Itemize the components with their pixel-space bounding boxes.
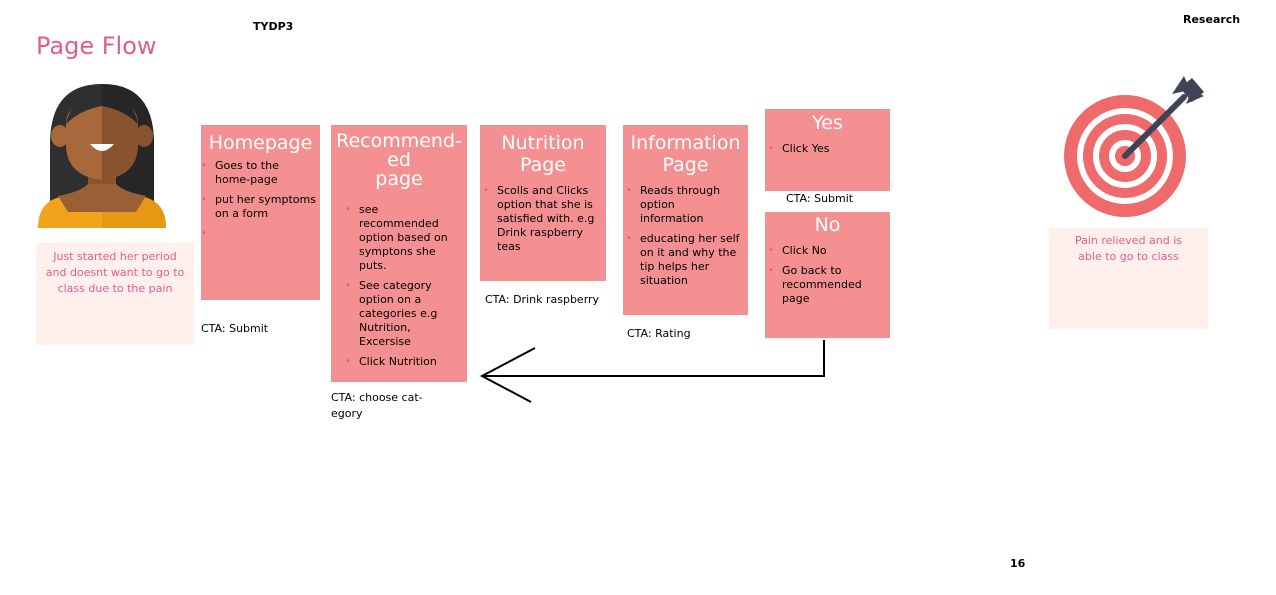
nutrition-cta: CTA: Drink raspberry [485,293,600,306]
list-item: educating her self on it and why the tip… [626,232,740,288]
recommended-cta-line: CTA: choose cat- [331,391,423,404]
flow-arrow [479,340,825,403]
list-item: Go back to recommended page [768,264,884,306]
nutrition-title-line: Page [520,154,566,176]
no-title: No [814,214,841,236]
recommended-cta: CTA: choose cat- egory [331,390,423,422]
page-title: Page Flow [36,32,157,60]
no-bullets: Click No Go back to recommended page [768,244,884,306]
recommended-bullets: see recommended option based on symptons… [345,203,461,369]
project-label: TYDP3 [253,20,294,33]
list-item: put her symptoms on a form [201,193,316,221]
list-item: See category option on a categories e.g … [345,279,461,349]
information-bullets: Reads through option information educati… [626,184,740,288]
list-item: Click No [768,244,884,258]
information-title-line: Page [662,154,709,176]
woman-avatar-icon [36,84,168,228]
list-item: see recommended option based on symptons… [345,203,461,273]
recommended-title-line: Recommend- [336,130,462,152]
homepage-title: Homepage [208,132,313,154]
information-title: Information Page [623,132,748,176]
persona-note: Just started her period and doesnt want … [36,243,194,345]
homepage-bullets: Goes to the home-page put her symptoms o… [201,159,320,241]
nutrition-card: Nutrition Page Scolls and Clicks option … [480,125,606,281]
list-item: Click Yes [768,142,884,156]
list-item: Scolls and Clicks option that she is sat… [483,184,598,254]
yes-title: Yes [812,112,843,134]
target-dart-icon [1058,74,1210,220]
list-item [201,227,316,241]
information-title-line: Information [630,132,741,154]
recommended-title-line: ed [387,149,411,171]
nutrition-title: Nutrition Page [480,132,606,176]
recommended-title-line: page [375,168,423,190]
information-card: Information Page Reads through option in… [623,125,748,315]
yes-cta: CTA: Submit [786,192,854,205]
nutrition-title-line: Nutrition [501,132,585,154]
list-item: Click Nutrition [345,355,461,369]
homepage-card: Homepage Goes to the home-page put her s… [201,125,320,300]
recommended-cta-line: egory [331,407,363,420]
no-card: No Click No Go back to recommended page [765,212,890,338]
yes-bullets: Click Yes [768,142,884,156]
goal-note: Pain relieved and is able to go to class [1049,228,1208,329]
goal-note-text: Pain relieved and is able to go to class [1074,234,1183,263]
persona-note-text: Just started her period and doesnt want … [45,250,185,295]
list-item: Goes to the home-page [201,159,316,187]
yes-card: Yes Click Yes [765,109,890,191]
information-cta: CTA: Rating [627,327,691,340]
homepage-cta: CTA: Submit [201,322,269,335]
recommended-card: Recommend- ed page see recommended optio… [331,125,467,382]
page-number: 16 [1010,557,1026,570]
list-item: Reads through option information [626,184,740,226]
section-label: Research [1183,13,1241,26]
recommended-title: Recommend- ed page [331,132,467,189]
nutrition-bullets: Scolls and Clicks option that she is sat… [483,184,598,254]
